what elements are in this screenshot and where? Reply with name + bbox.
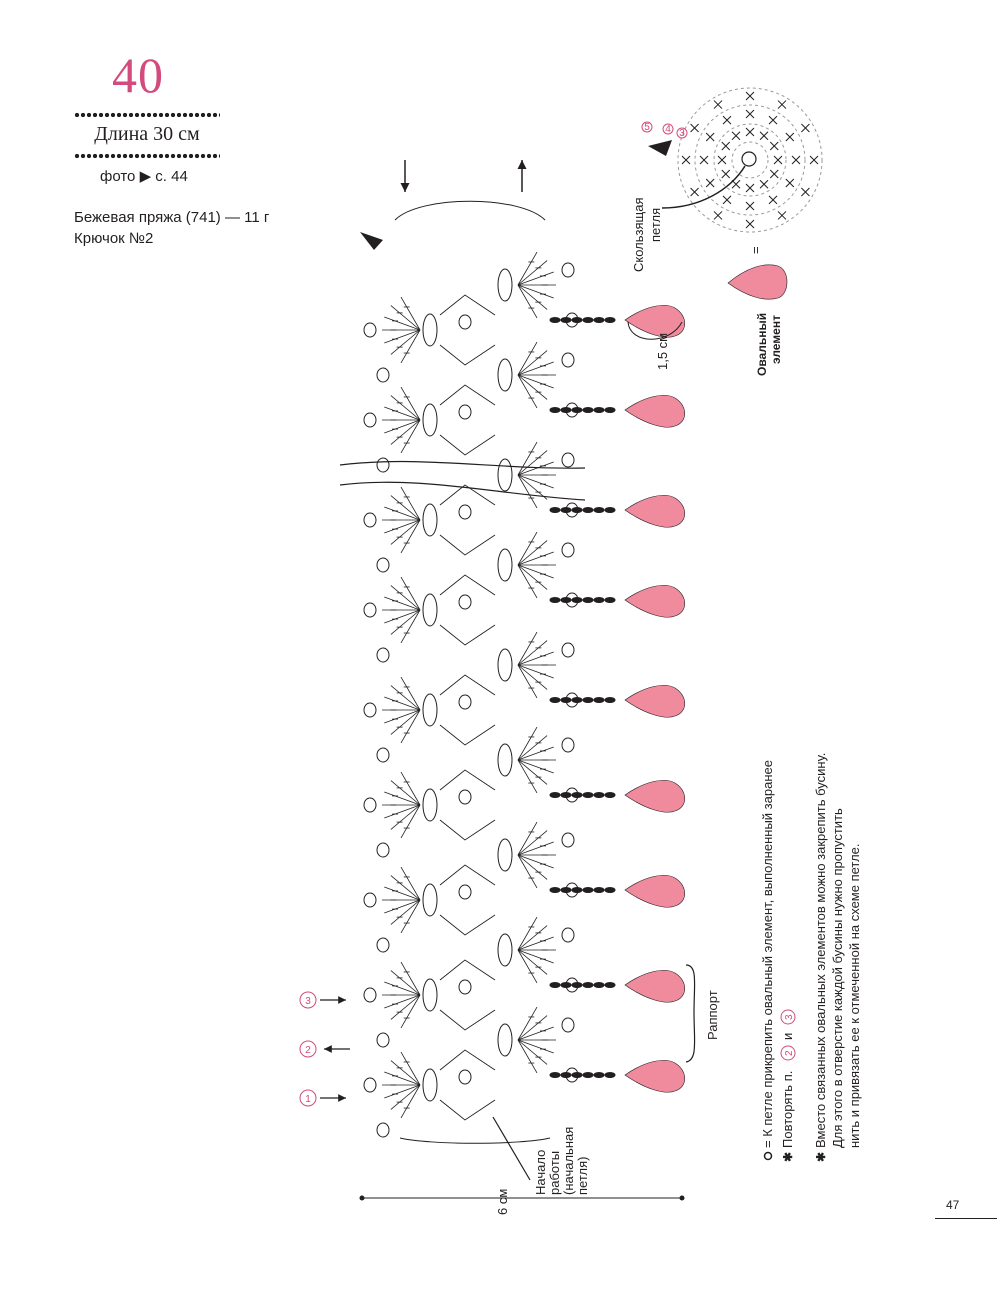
row-marker-3: 3: [299, 991, 346, 1009]
motif-row-number: 4: [665, 124, 671, 135]
photo-reference: фото ▶ с. 44: [100, 168, 188, 185]
row-marker-1: 1: [299, 1089, 346, 1107]
oval-drop: [624, 305, 686, 338]
start-triangle-icon: [360, 232, 383, 250]
lace-band-stitches: [363, 200, 616, 1144]
start-label-1: Начало: [533, 1150, 548, 1195]
oval-element-label-2: элемент: [769, 315, 783, 364]
oval-element-legend-icon: [727, 264, 788, 300]
svg-text:1: 1: [305, 1094, 311, 1105]
oval-drop: [624, 875, 686, 908]
oval-drop: [624, 970, 686, 1003]
repeat-label: Раппорт: [705, 990, 720, 1040]
svg-text:и: и: [780, 1033, 795, 1040]
oval-drop: [624, 585, 686, 618]
dotted-rule-top: [74, 112, 220, 118]
svg-text:Вместо связанных овальных элем: Вместо связанных овальных элементов можн…: [813, 753, 828, 1148]
oval-drop: [624, 685, 686, 718]
oval-element-label-1: Овальный: [755, 313, 769, 376]
break-line-bottom: [339, 481, 586, 501]
slip-loop-label-2: петля: [648, 208, 663, 242]
svg-text:✱: ✱: [781, 1152, 795, 1162]
row-marker-2: 2: [299, 1040, 350, 1058]
page-number-rule: [935, 1218, 997, 1219]
repeat-bracket: [685, 964, 696, 1063]
legend-note-oval: = К петле прикрепить овальный элемент, в…: [760, 760, 775, 1161]
svg-text:Повторять п.: Повторять п.: [780, 1071, 795, 1148]
svg-text:2: 2: [305, 1045, 311, 1056]
break-line-top: [339, 460, 586, 469]
hook-info: Крючок №2: [74, 230, 154, 247]
equals-sign: =: [748, 246, 763, 254]
width-label: 6 см: [495, 1189, 510, 1215]
oval-drop: [624, 395, 686, 428]
legend-note-repeat: ✱ Повторять п. 2 и 3: [780, 1009, 796, 1162]
svg-text:3: 3: [305, 996, 311, 1007]
svg-text:Для этого в отверстие каждой б: Для этого в отверстие каждой бусины нужн…: [830, 808, 845, 1148]
oval-drop: [624, 1060, 686, 1093]
motif-row-number: 3: [679, 128, 685, 139]
start-label-3: (начальная: [561, 1127, 576, 1195]
svg-text:= К петле прикрепить овальный: = К петле прикрепить овальный элемент, в…: [760, 760, 775, 1148]
svg-text:✱: ✱: [814, 1152, 828, 1162]
svg-text:3: 3: [784, 1014, 795, 1020]
start-label-2: работы: [547, 1151, 562, 1195]
slip-loop-label-1: Скользящая: [631, 198, 646, 273]
page-number: 47: [946, 1198, 960, 1212]
drop-length-label: 1,5 см: [655, 333, 670, 370]
oval-drop: [624, 495, 686, 528]
motif-row-number: 5: [644, 122, 650, 133]
svg-text:нить и привязать ее к отмеченн: нить и привязать ее к отмеченной на схем…: [847, 843, 862, 1148]
length-label: Длина 30 см: [94, 123, 200, 145]
svg-text:2: 2: [784, 1050, 795, 1056]
oval-drop: [624, 780, 686, 813]
dotted-rule-bottom: [74, 153, 220, 159]
pattern-number: 40: [112, 47, 164, 103]
oval-element-drops: [624, 305, 686, 1093]
legend-note-bead: ✱ Вместо связанных овальных элементов мо…: [813, 753, 862, 1162]
start-label-4: петля): [575, 1157, 590, 1195]
motif-diagram: 5 4 3: [641, 87, 823, 233]
yarn-info: Бежевая пряжа (741) — 11 г: [74, 209, 270, 226]
